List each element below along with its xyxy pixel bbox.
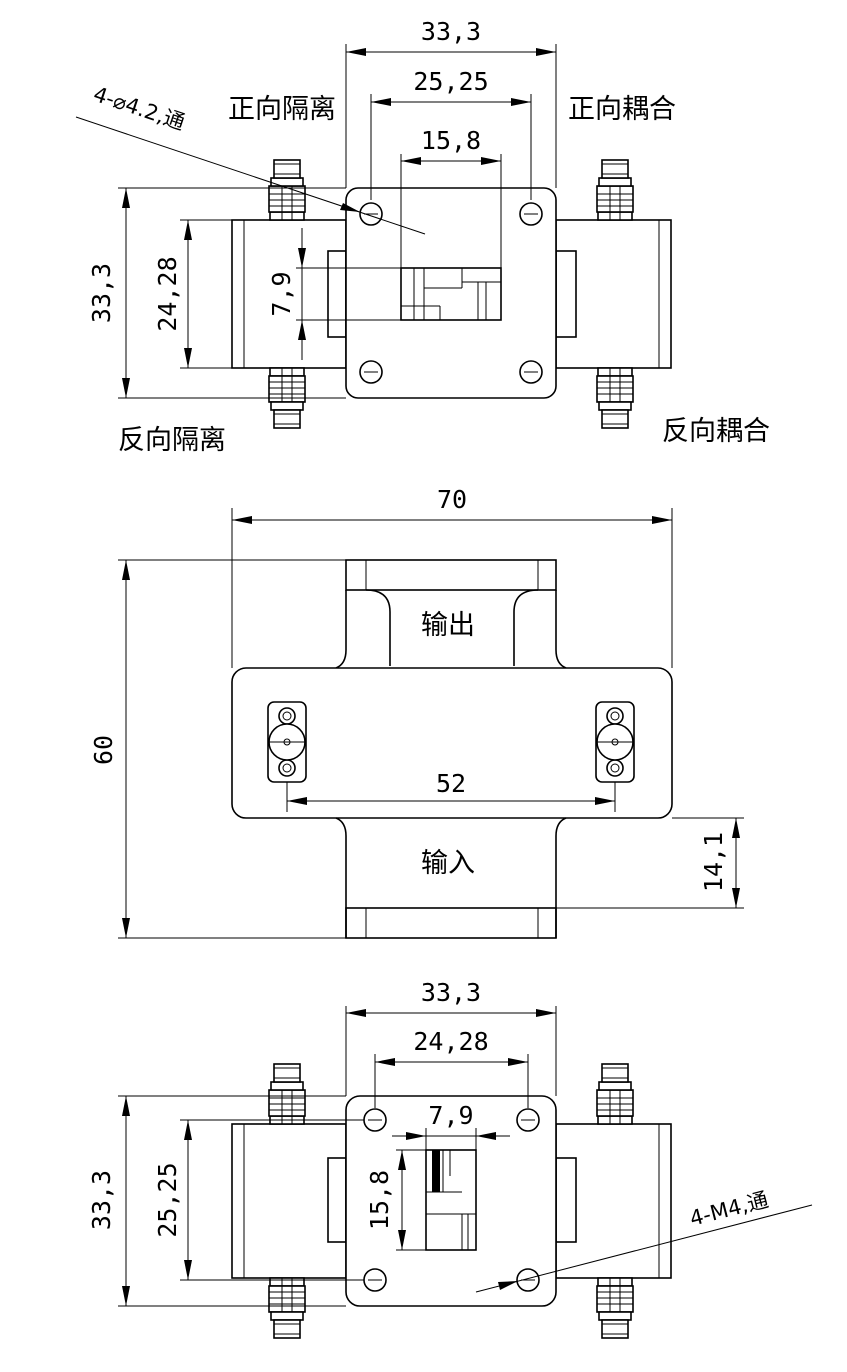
dim-side-port-spacing: 52 — [436, 769, 466, 798]
dim-top-height-guide: 7,9 — [267, 271, 296, 316]
mounting-hole — [359, 202, 383, 226]
dim-bottom-height-holes: 25,25 — [153, 1162, 182, 1237]
dim-bottom-width-holes: 24,28 — [413, 1027, 488, 1056]
dim-bottom-width-guide: 7,9 — [428, 1101, 473, 1130]
top-view: 33,3 25,25 15,8 33,3 24,28 7,9 — [75, 17, 770, 456]
sma-connector — [268, 159, 306, 221]
dim-bottom-height-outer: 33,3 — [87, 1170, 116, 1230]
sma-connector-face — [595, 701, 635, 783]
dim-bottom-width-outer: 33,3 — [421, 978, 481, 1007]
label-reverse-coupling: 反向耦合 — [662, 416, 770, 447]
bottom-hole-note: 4-M4,通 — [687, 1188, 771, 1231]
sma-connector — [596, 1277, 634, 1339]
dim-side-total-width: 70 — [437, 485, 467, 514]
dim-top-height-outer: 33,3 — [87, 263, 116, 323]
sma-connector — [596, 367, 634, 429]
sma-connector — [596, 159, 634, 221]
mounting-hole — [363, 1268, 387, 1292]
mounting-hole — [359, 360, 383, 384]
mounting-hole — [363, 1108, 387, 1132]
mounting-hole — [516, 1268, 540, 1292]
dim-side-flange-height: 14,1 — [699, 832, 728, 892]
dim-side-total-height: 60 — [89, 735, 118, 765]
sma-connector — [268, 1063, 306, 1125]
mounting-hole — [519, 360, 543, 384]
label-input: 输入 — [421, 848, 475, 879]
dim-top-width-outer: 33,3 — [421, 17, 481, 46]
label-reverse-isolation: 反向隔离 — [118, 425, 226, 456]
sma-connector — [268, 1277, 306, 1339]
mounting-hole — [519, 202, 543, 226]
dim-top-height-body: 24,28 — [153, 256, 182, 331]
label-output: 输出 — [421, 610, 475, 641]
side-view: 输出 输入 70 60 — [89, 485, 744, 939]
sma-connector — [596, 1063, 634, 1125]
bottom-view: 33,3 24,28 7,9 33,3 25,25 15,8 — [87, 978, 813, 1339]
sma-connector-face — [267, 701, 307, 783]
label-forward-coupling: 正向耦合 — [568, 94, 676, 125]
dim-top-width-holes: 25,25 — [413, 67, 488, 96]
label-forward-isolation: 正向隔离 — [228, 94, 336, 125]
dim-bottom-height-guide: 15,8 — [365, 1170, 394, 1230]
mounting-hole — [516, 1108, 540, 1132]
dim-top-width-guide: 15,8 — [421, 126, 481, 155]
